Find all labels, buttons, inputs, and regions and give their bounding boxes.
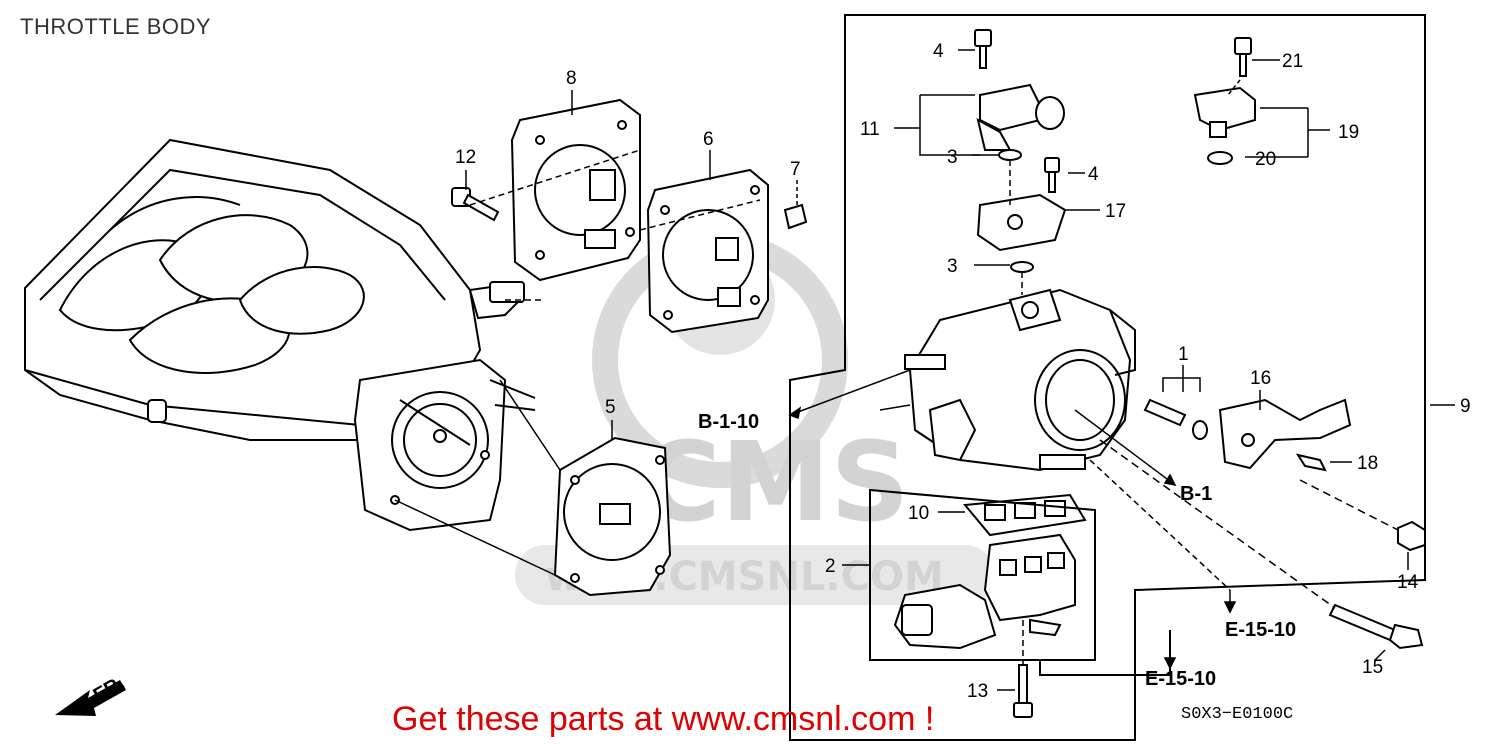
label-part-12: 12 [455,147,476,168]
part-18-bolt [1295,453,1327,472]
front-arrow-icon [55,680,126,716]
label-part-8: 8 [566,68,577,89]
leader-lines [394,49,1455,691]
intake-manifold [24,138,525,441]
manifold-flange [353,358,536,532]
label-part-9: 9 [1460,396,1471,417]
part-11-sensor [976,83,1065,151]
label-part-14: 14 [1397,572,1419,593]
diagram-title: THROTTLE BODY [20,14,212,39]
label-part-17: 17 [1105,201,1126,222]
part-7-pin [783,203,808,230]
part-16-bracket [1218,398,1352,470]
label-part-1: 1 [1178,344,1189,365]
label-part-18: 18 [1357,453,1378,474]
part-8-gasket-plate [510,98,641,282]
label-part-10: 10 [908,503,929,524]
label-part-4-lower: 4 [1088,164,1099,185]
label-part-4-upper: 4 [933,41,944,62]
label-part-16: 16 [1250,368,1271,389]
label-part-3-upper: 3 [947,147,958,168]
part-19-sensor [1193,86,1256,138]
label-part-6: 6 [703,129,714,150]
label-part-15: 15 [1362,657,1383,678]
label-part-20: 20 [1255,149,1276,170]
label-part-2: 2 [825,556,836,577]
label-part-13: 13 [967,681,988,702]
part-14-nut [1397,520,1426,552]
part-1-screw [1143,398,1208,440]
label-part-7: 7 [790,159,801,180]
diagram-code: S0X3−E0100C [1181,705,1294,724]
ref-e-15-10-upper: E-15-10 [1225,619,1296,641]
footer-link-text[interactable]: Get these parts at www.cmsnl.com ! [392,700,935,738]
part-2-idle-air-control-valve [893,493,1087,650]
bolts [974,29,1252,193]
reference-labels: B-1-10 B-1 E-15-10 E-15-10 [698,411,1296,690]
part-17-plate [976,193,1067,252]
ref-e-15-10-lower: E-15-10 [1145,668,1216,690]
label-part-19: 19 [1338,122,1359,143]
part-6-gasket [646,168,769,334]
label-part-21: 21 [1282,51,1303,72]
part-13-bolt [1013,664,1033,718]
label-part-11: 11 [860,119,880,140]
label-part-5: 5 [605,397,616,418]
watermark-brand: CMS [640,418,909,546]
part-15-bolt [1328,603,1424,650]
throttle-body [904,288,1136,472]
part-12-bolt [451,187,500,222]
ref-b-1-10: B-1-10 [698,411,759,433]
ref-b-1: B-1 [1180,483,1212,505]
label-part-3-lower: 3 [947,256,958,277]
part-5-gasket [553,436,672,597]
part-number-labels: 1 2 3 3 4 4 5 6 7 8 9 10 11 12 13 14 15 … [455,41,1471,702]
